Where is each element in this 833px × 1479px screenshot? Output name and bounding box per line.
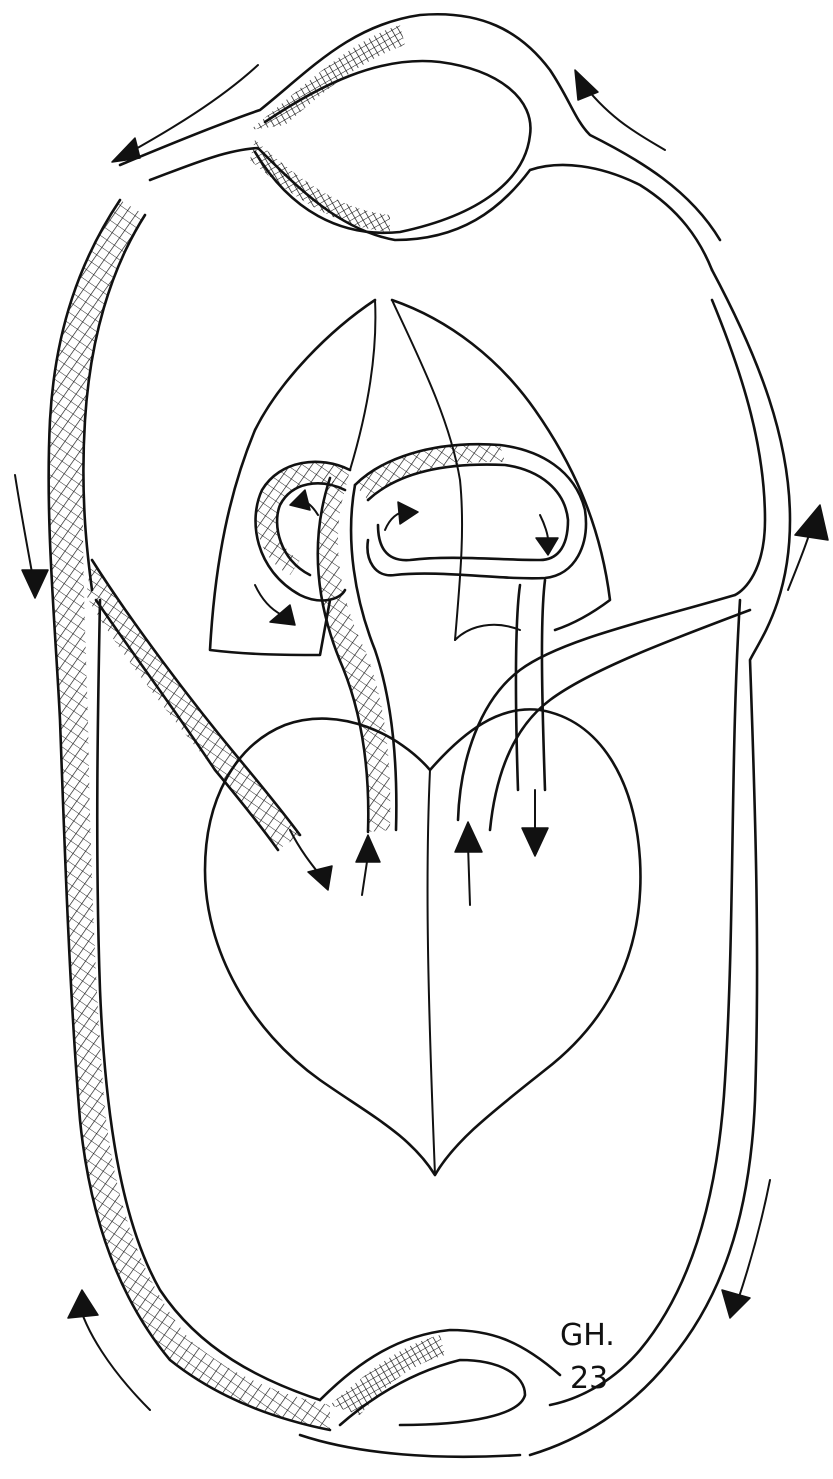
lower-loop-bottom-contour	[300, 1435, 520, 1457]
left-systemic-vein	[49, 200, 330, 1430]
arrow-aorta-out-icon	[455, 822, 482, 852]
arrow-pulmonary-out-icon	[356, 835, 380, 862]
heart-septum	[428, 770, 435, 1175]
arrow-top-left-shaft	[125, 65, 258, 155]
heart-outline	[205, 709, 640, 1175]
arrow-lung-left-lower-icon	[270, 605, 295, 625]
left-lung-fissure	[350, 300, 375, 470]
lungs	[210, 300, 610, 655]
upper-loop-venous-hatching	[250, 25, 405, 130]
arrow-top-right-icon	[575, 70, 598, 100]
heart	[205, 709, 640, 1175]
arrow-left-side-icon	[22, 570, 48, 598]
arrow-lung-right-lower-shaft	[540, 515, 548, 540]
left-vein-hatching	[49, 200, 330, 1430]
arrow-top-left-icon	[112, 138, 140, 162]
upper-capillary-loop	[120, 14, 720, 270]
arrow-lower-right-icon	[722, 1290, 750, 1318]
arrow-aorta-out-shaft	[468, 845, 470, 905]
left-vein-outer-contour	[49, 200, 330, 1430]
vena-cava-contour-upper	[92, 560, 300, 835]
lower-capillary-loop	[300, 1330, 560, 1457]
artist-signature: GH. 23	[560, 1318, 615, 1396]
arrow-lower-left-icon	[68, 1290, 98, 1318]
signature-year: 23	[570, 1361, 608, 1396]
aorta-branch-contour	[458, 595, 750, 830]
arrow-lung-right-upper-icon	[398, 502, 418, 524]
upper-loop-bottom-contour	[150, 148, 712, 270]
pulmonary-vein-left	[516, 585, 520, 790]
right-systemic-artery	[458, 270, 790, 1455]
arrow-lung-left-upper-icon	[290, 490, 310, 510]
pulmonary-vein-right	[542, 580, 545, 790]
signature-initials: GH.	[560, 1318, 615, 1353]
arrow-right-side-icon	[795, 505, 828, 540]
right-artery-outer-contour	[530, 270, 790, 1455]
arrow-pulmonary-vein-in-icon	[522, 828, 548, 856]
arrow-lung-left-lower-shaft	[255, 585, 282, 615]
arrow-lung-right-lower-icon	[536, 538, 558, 555]
arrow-vena-cava-in-icon	[308, 866, 332, 890]
arrow-vena-cava-in-shaft	[290, 830, 320, 875]
right-lung-lower-lobe	[455, 625, 520, 640]
upper-loop-inner-contour	[255, 61, 530, 233]
